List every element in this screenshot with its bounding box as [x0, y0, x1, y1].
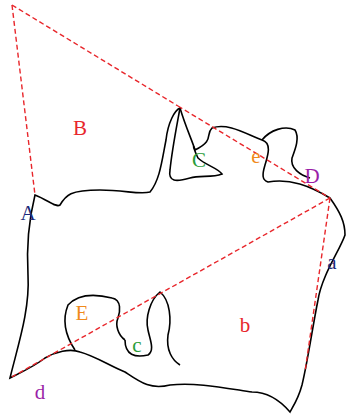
region-label: b — [240, 315, 251, 336]
dashed-line — [12, 5, 35, 195]
region-label: B — [73, 118, 87, 139]
region-label: c — [132, 335, 141, 356]
region-label: a — [327, 252, 336, 273]
dashed-line — [10, 198, 330, 378]
outline-strokes — [10, 108, 345, 412]
region-label: d — [35, 382, 46, 403]
region-border — [10, 108, 345, 412]
notch-outline — [262, 128, 310, 178]
dashed-line — [305, 198, 330, 372]
region-label: D — [304, 166, 319, 187]
region-label: e — [251, 146, 260, 167]
dashed-line — [178, 106, 330, 198]
inlet-outline — [125, 292, 180, 365]
bay-outline — [170, 108, 222, 180]
region-label: C — [192, 150, 206, 171]
dashed-triangles — [10, 5, 330, 378]
region-label: E — [76, 303, 89, 324]
region-label: A — [20, 203, 35, 224]
inlet-outline — [65, 295, 125, 350]
dashed-line — [12, 5, 178, 106]
